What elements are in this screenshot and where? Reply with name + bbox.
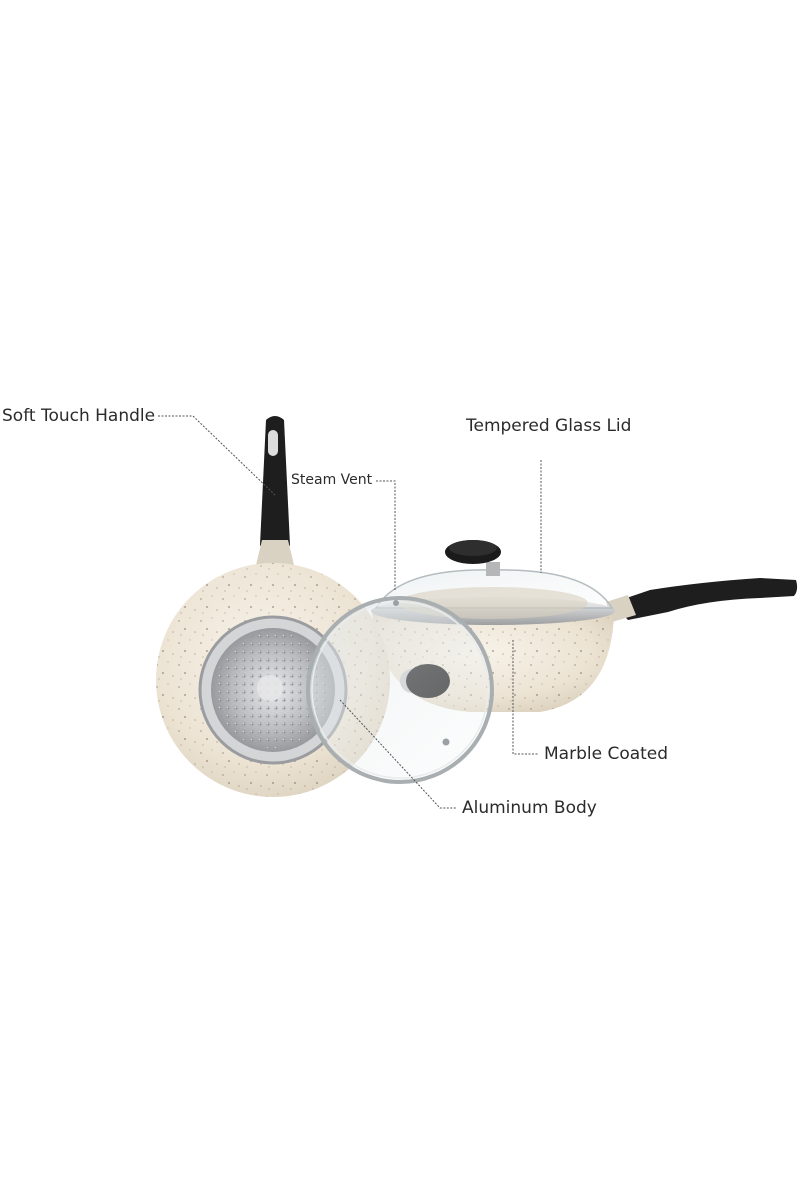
label-tempered-glass-lid: Tempered Glass Lid bbox=[466, 416, 632, 436]
label-aluminum-body: Aluminum Body bbox=[462, 798, 597, 818]
leader-lines bbox=[158, 415, 542, 809]
steam-vent-hole bbox=[442, 738, 450, 746]
standing-glass-lid bbox=[306, 596, 494, 784]
label-soft-touch-handle: Soft Touch Handle bbox=[2, 406, 156, 426]
soft-touch-handle bbox=[260, 416, 290, 552]
label-marble-coated: Marble Coated bbox=[544, 744, 669, 764]
label-steam-vent: Steam Vent bbox=[291, 472, 373, 488]
wok-long-handle bbox=[612, 578, 798, 620]
